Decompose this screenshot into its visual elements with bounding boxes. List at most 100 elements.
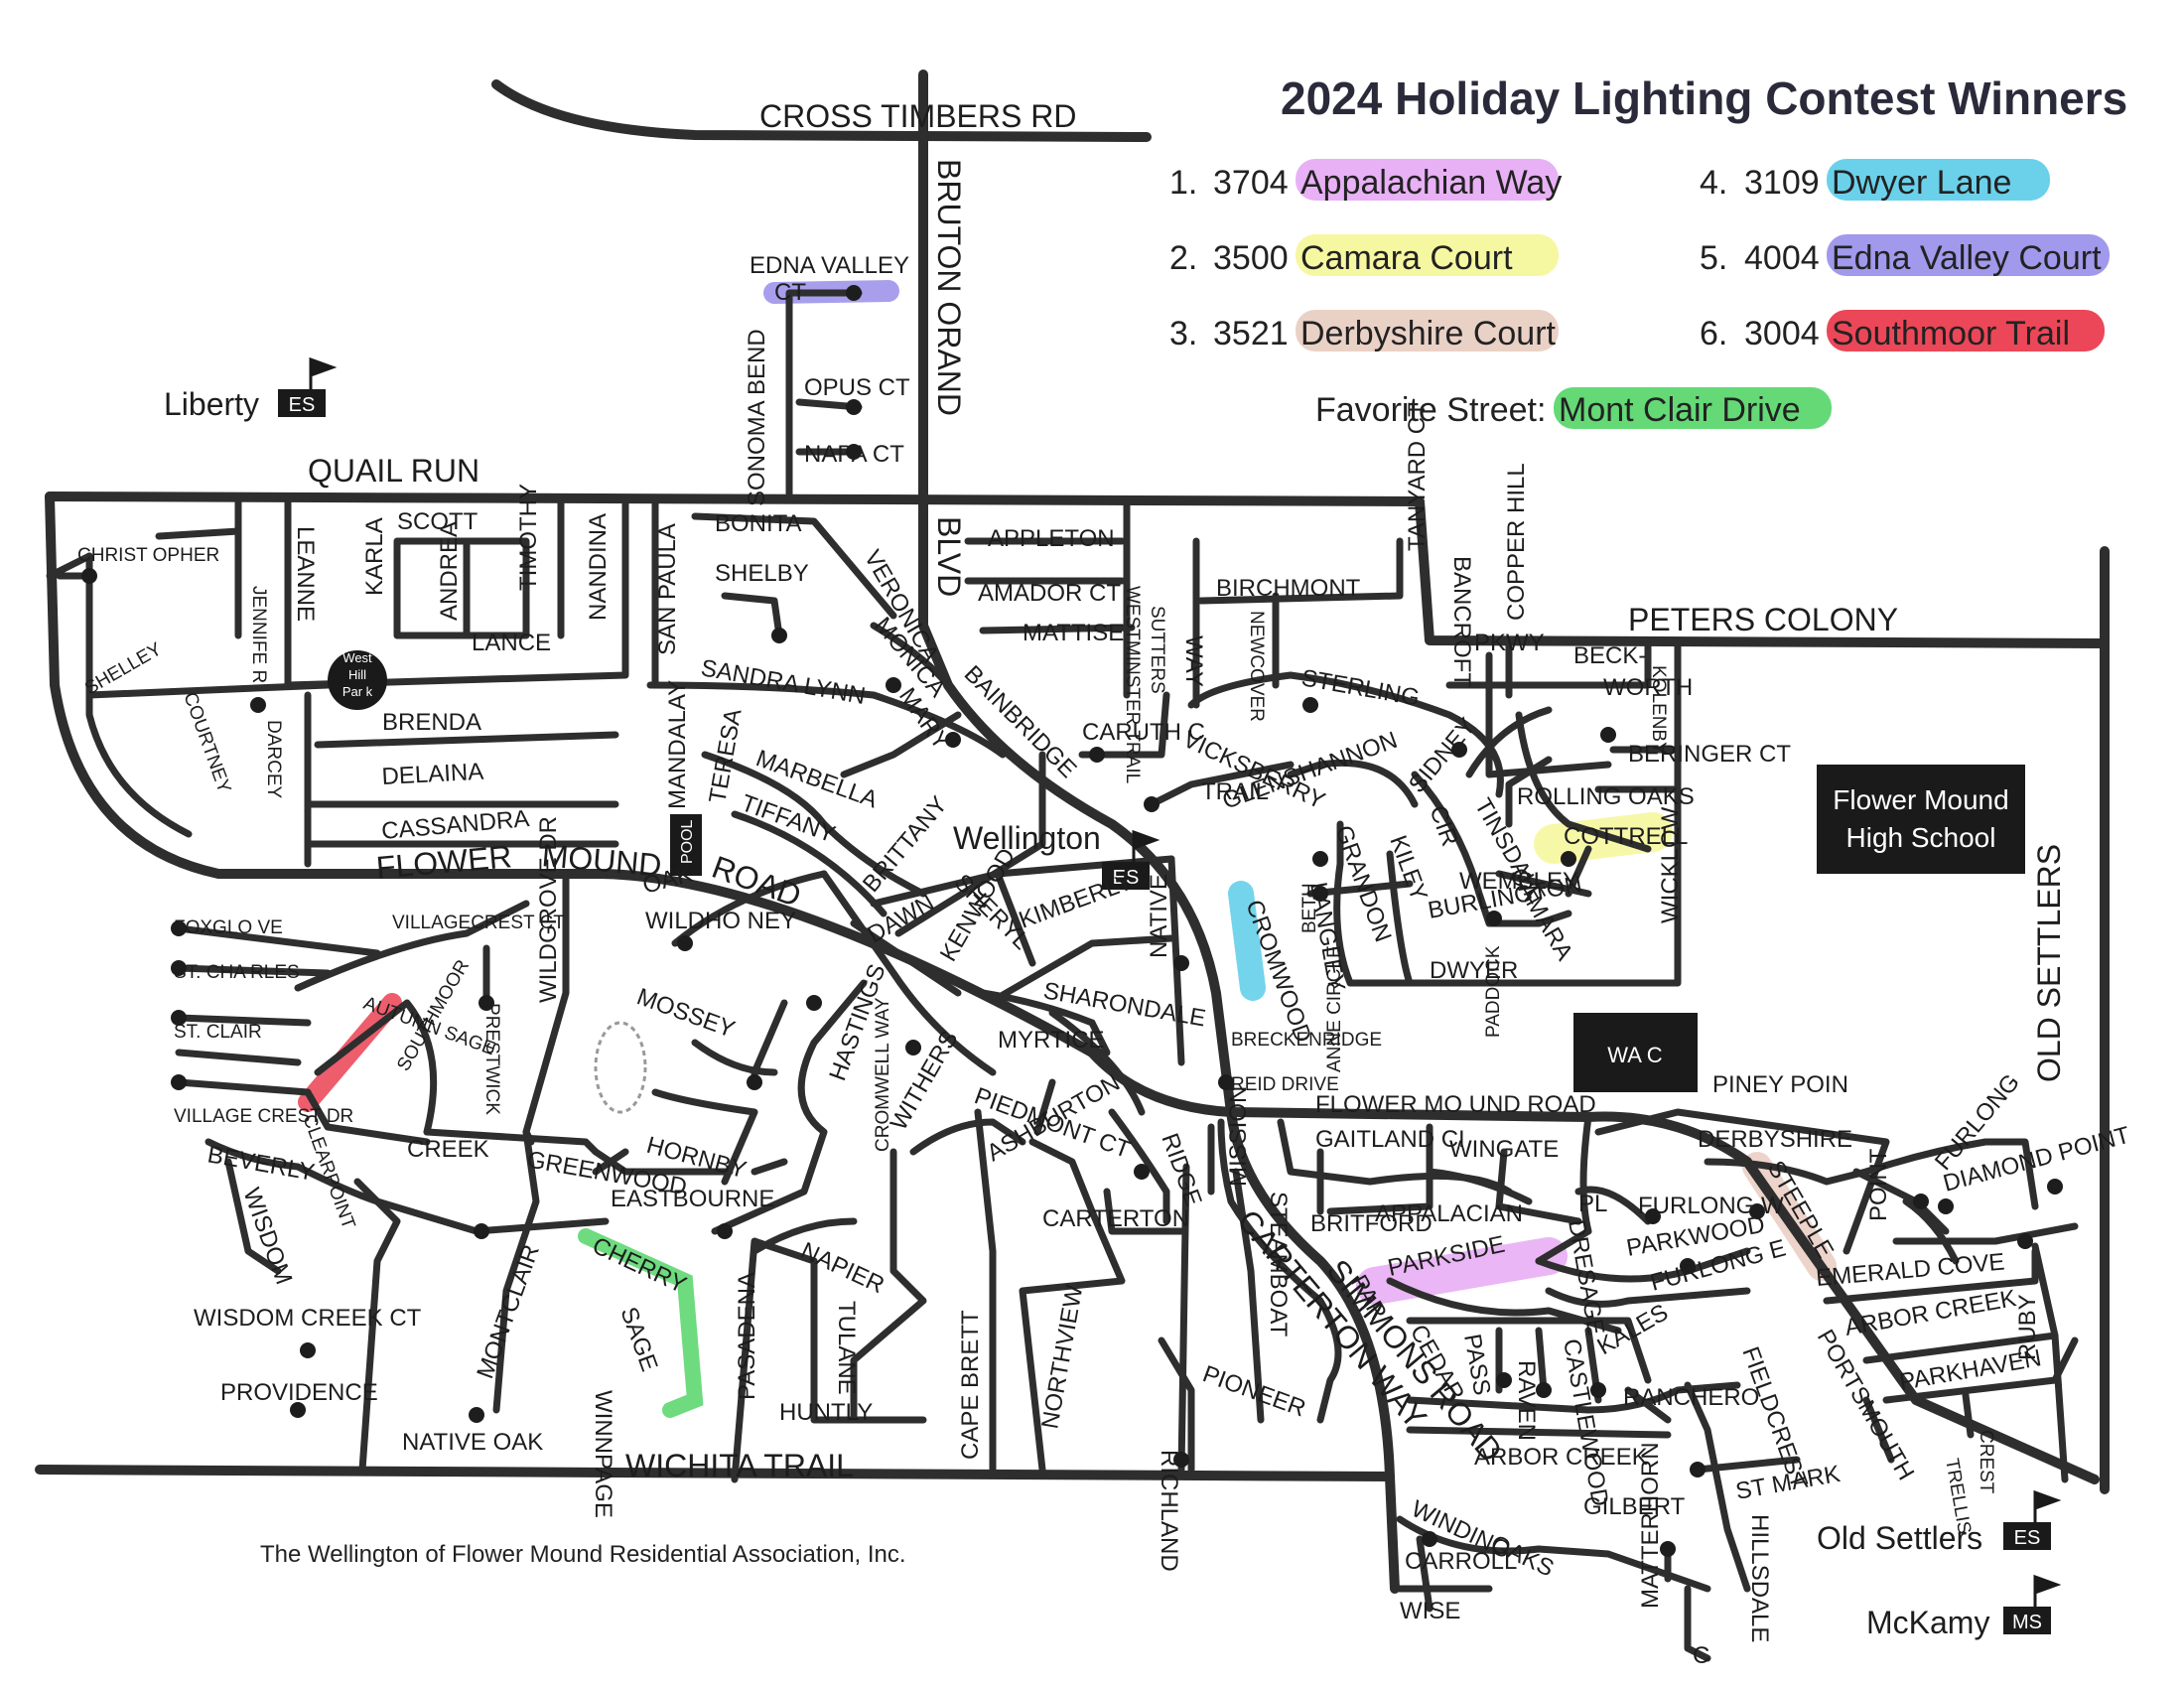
street-label: SUTTERS (1147, 606, 1167, 694)
street-label: BLVD (931, 516, 967, 597)
winner-1-number: 3704 (1213, 164, 1289, 202)
cul-de-sac-dots (81, 285, 2063, 1557)
street-label: CARROLL (1405, 1548, 1517, 1575)
street-label: BERINGER CT (1628, 741, 1791, 768)
street-label: NATIVE OAK (402, 1429, 543, 1456)
winner-3: 3. 3521 Derbyshire Court (1169, 310, 1559, 352)
road-simmons (1226, 1107, 1400, 1594)
street-label: MATTERHORN (1637, 1442, 1664, 1609)
street-label: BETH (1299, 883, 1320, 933)
street-label: DWYER (1430, 957, 1518, 984)
street-label: PASADENA (734, 1272, 760, 1400)
street-label: VILLAGECREST CT (392, 913, 565, 933)
winner-2-street: Camara Court (1300, 239, 1513, 277)
street-label: COTTRELL (1564, 823, 1688, 850)
wac-box (1573, 1013, 1698, 1092)
street-label: WICKLOW (1657, 806, 1684, 923)
map-features: West Hill Par k POOL Flower Mound High S… (328, 650, 2025, 1114)
street-label: EASTBOURNE (611, 1186, 774, 1212)
street-label: SANDRA LYNN (699, 654, 868, 710)
street-label: CREST (1976, 1430, 1996, 1494)
street-label: FOXGLO VE (174, 917, 283, 938)
street-label: CT (774, 279, 806, 306)
street-label: NEWCOVER (1246, 611, 1267, 722)
liberty-flag-icon (309, 356, 338, 389)
winner-5-street: Edna Valley Court (1832, 239, 2102, 277)
winner-4-street: Dwyer Lane (1832, 164, 2011, 202)
street-label: CAPE BRETT (957, 1310, 984, 1460)
winner-1: 1. 3704 Appalachian Way (1169, 159, 1562, 202)
street-label: ARBOR CREEK (1474, 1444, 1648, 1471)
winner-4-number: 3109 (1744, 164, 1820, 202)
street-label: WEMBLEY (1459, 868, 1578, 895)
winner-6: 6. 3004 Southmoor Trail (1700, 310, 2105, 352)
street-label: BRENDA (382, 709, 481, 736)
street-label: RANCHERO (1623, 1384, 1759, 1411)
street-label: COPPER HILL (1503, 463, 1530, 621)
street-label: RAVEN (1513, 1360, 1540, 1441)
winner-1-highlight (1296, 159, 1559, 201)
street-label: NORTHVIEW (1036, 1283, 1088, 1431)
street-label: DELAINA (381, 759, 484, 790)
street-label: WILDHO NEY (645, 908, 796, 934)
street-label: PADDOCK (1483, 945, 1504, 1038)
major-roads (35, 70, 2110, 1594)
street-label: PROVIDENCE (220, 1379, 378, 1406)
street-label: PORTSMOUTH (1812, 1326, 1919, 1485)
street-label: MOSSEY (633, 983, 739, 1043)
street-label: LANCE (472, 630, 551, 656)
winner-3-street: Derbyshire Court (1300, 315, 1557, 352)
winner-4: 4. 3109 Dwyer Lane (1700, 159, 2050, 202)
mckamy-tag: MS (2012, 1612, 2042, 1633)
street-label: GAITLAND CI (1315, 1126, 1465, 1153)
street-label: BANCROFT (1448, 556, 1475, 687)
street-label: EDNA VALLEY (750, 252, 909, 279)
favorite-label: Favorite Street: (1315, 391, 1546, 429)
street-label: KIMBERLY (1016, 868, 1137, 933)
road-cross-timbers (491, 79, 1152, 142)
street-label: QUAIL RUN (308, 453, 479, 489)
park-label-2: Hill (348, 667, 366, 682)
street-label: ROLLING OAKS (1517, 783, 1695, 810)
winner-2-highlight (1296, 234, 1559, 276)
winner-2-rank: 2. (1169, 239, 1197, 277)
street-label: OLD SETTLERS (2031, 844, 2067, 1082)
street-label: SAGE (614, 1304, 662, 1375)
mckamy-label: McKamy (1866, 1605, 1989, 1640)
street-label: PINEY POIN (1712, 1071, 1848, 1098)
street-label: BONITA (715, 510, 802, 537)
street-label: CARUTH C (1082, 719, 1205, 746)
winner-5-number: 4004 (1744, 239, 1820, 277)
street-label: ANDREA (436, 521, 463, 621)
winner-2-number: 3500 (1213, 239, 1289, 277)
street-label: CHERRY (588, 1232, 690, 1299)
street-label: DARCEY (263, 720, 284, 799)
street-label: APPALACIAN (1375, 1200, 1523, 1227)
street-label: WICHITA TRAIL (625, 1448, 854, 1483)
street-label: BEVERLY (205, 1141, 317, 1187)
street-label: CROSS TIMBERS RD (759, 98, 1076, 134)
street-label: CASTLEWOOD (1558, 1336, 1613, 1508)
street-label: MYRTICE (998, 1027, 1105, 1054)
winner-4-rank: 4. (1700, 164, 1727, 202)
street-label: WILDGROVE DR (535, 816, 562, 1003)
winner-6-rank: 6. (1700, 315, 1727, 352)
school-markers: Liberty ES Wellington ES Old Settlers ES… (164, 356, 2062, 1640)
fmhs-line2: High School (1846, 822, 1996, 853)
street-label: KARLA (361, 517, 388, 596)
street-label: PL (1578, 1191, 1607, 1217)
street-label: MANDALAY (664, 680, 691, 809)
street-labels: CROSS TIMBERS RD BRUTON ORAND BLVD QUAIL RU… (77, 98, 2133, 1669)
west-hill-park (328, 650, 387, 710)
road-quail-run (45, 492, 2110, 648)
street-label: HILLSDALE (1746, 1514, 1773, 1642)
winner-2: 2. 3500 Camara Court (1169, 234, 1559, 277)
pond (594, 1021, 647, 1114)
street-label: BRUTON ORAND (931, 159, 967, 416)
street-label: BRECKENRIDGE (1231, 1030, 1382, 1051)
old-settlers-label: Old Settlers (1817, 1520, 1982, 1556)
pool-label: POOL (679, 819, 696, 864)
street-label: GILBERT (1583, 1493, 1686, 1520)
street-label: RICHLAND (1156, 1450, 1182, 1572)
